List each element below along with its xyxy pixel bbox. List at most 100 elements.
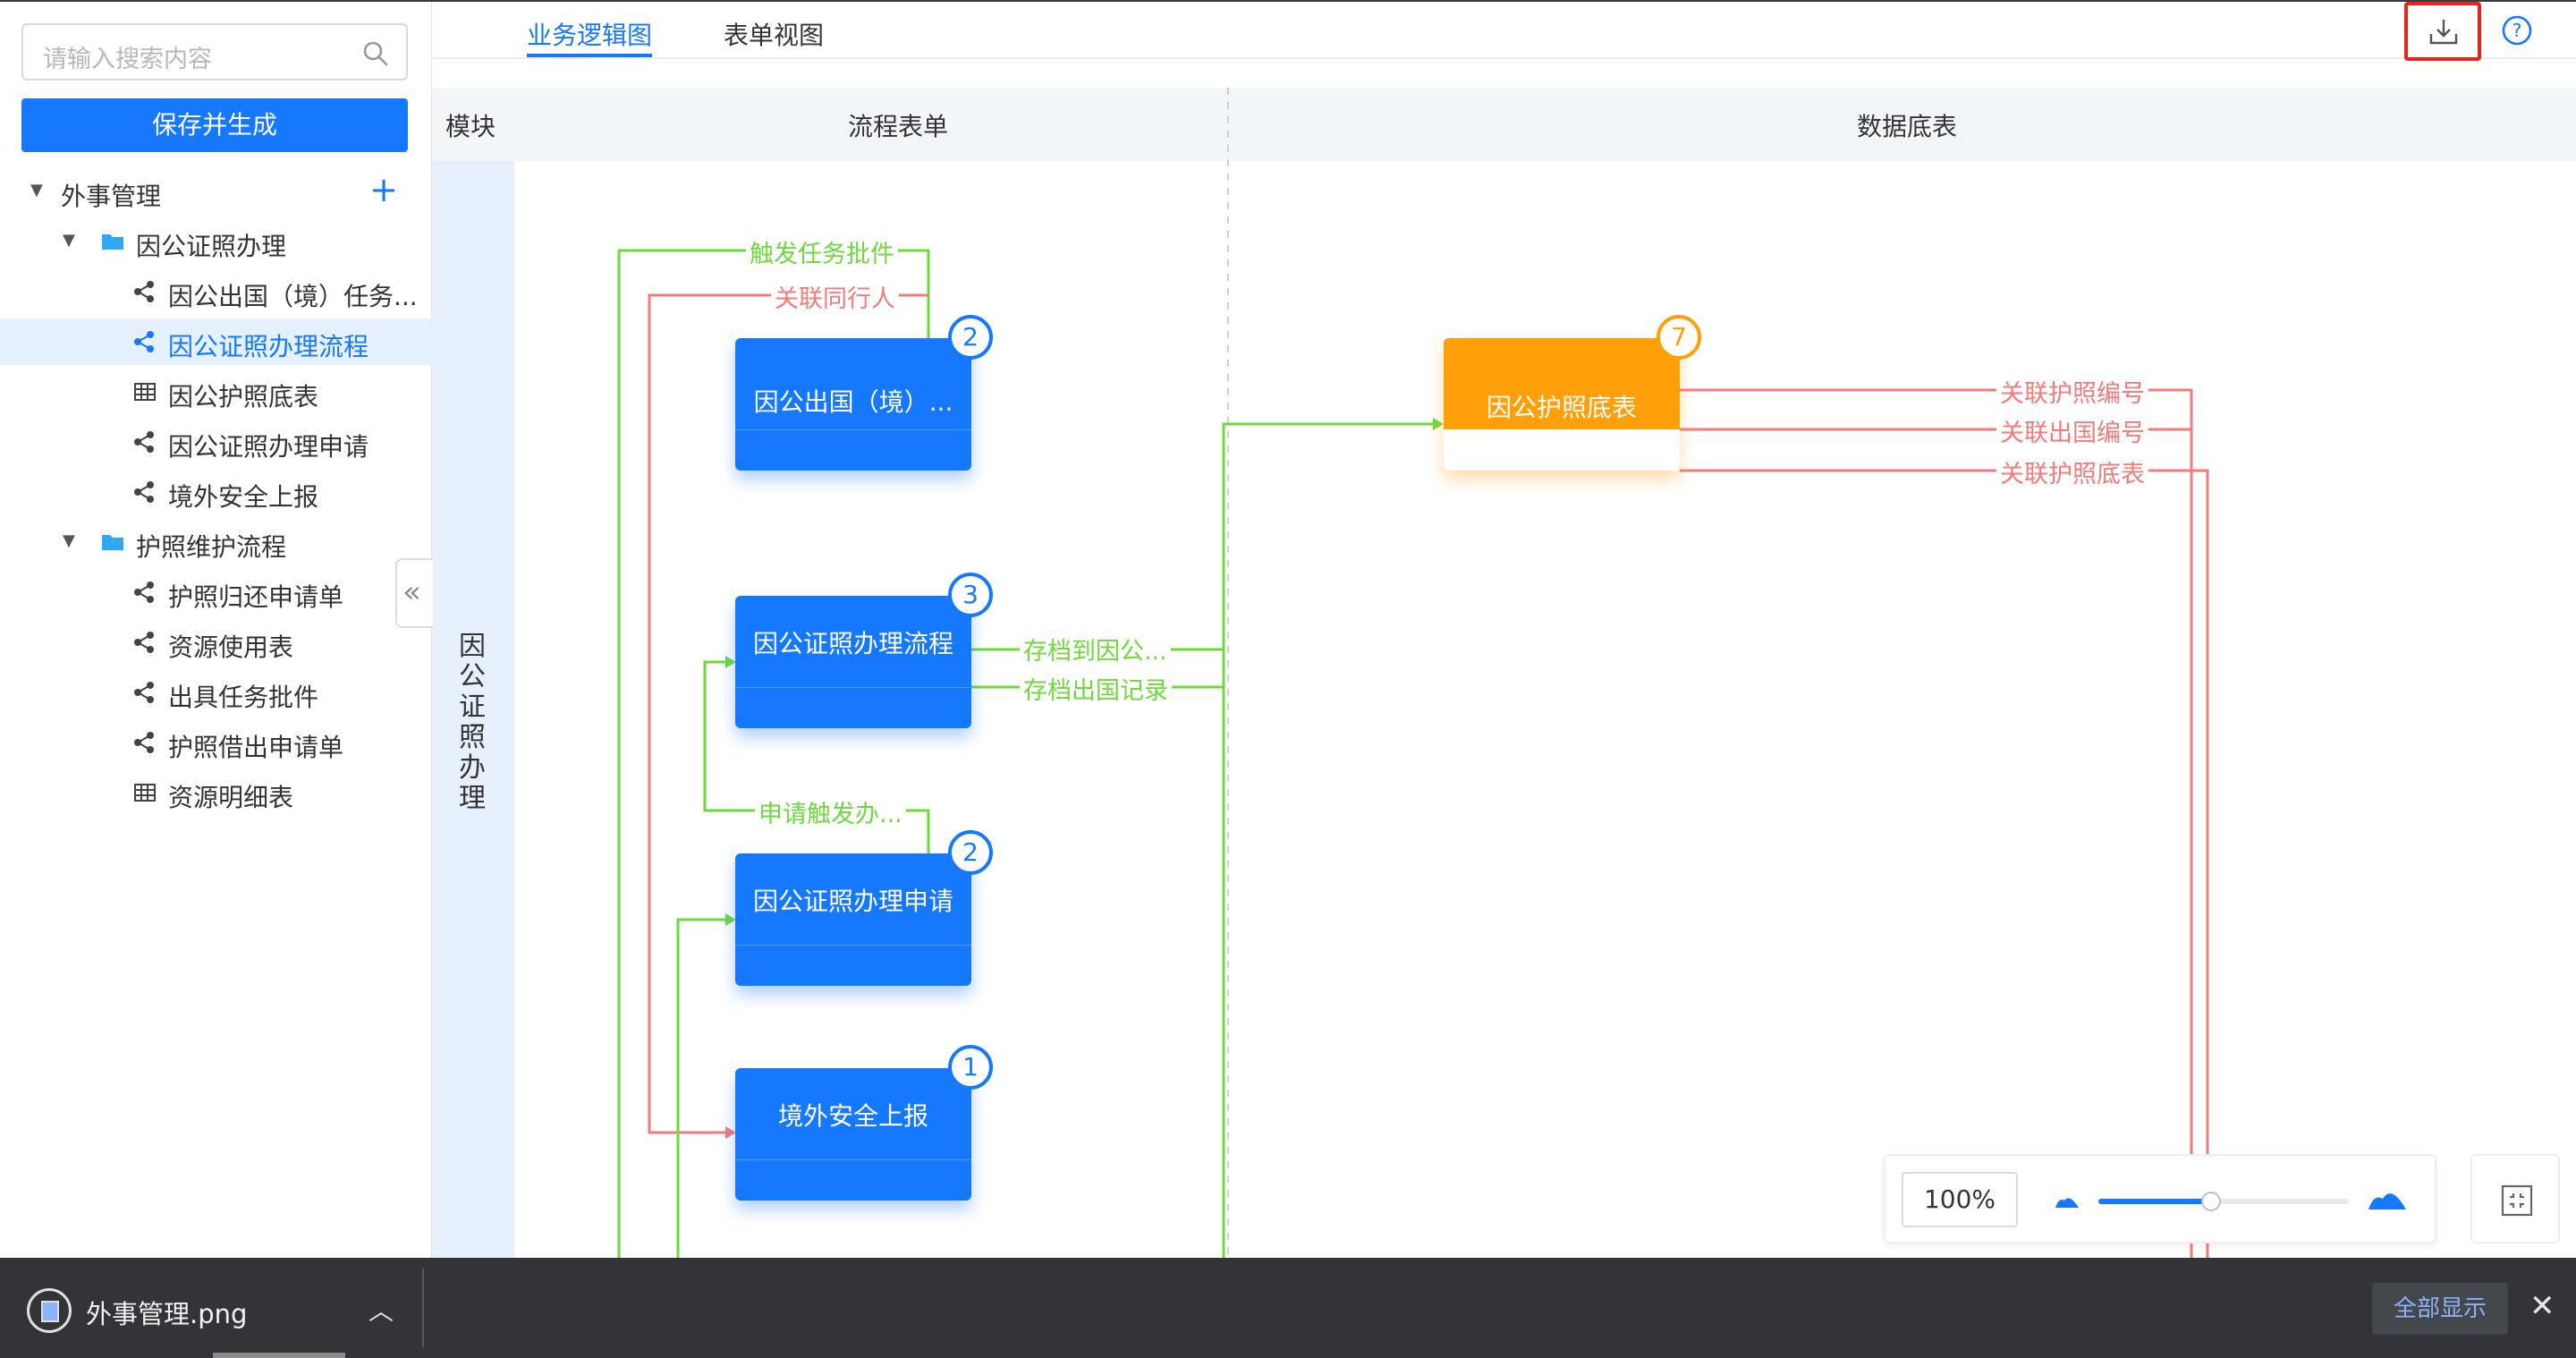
save-and-generate-button[interactable]: 保存并生成	[21, 98, 408, 152]
flow-icon	[134, 281, 154, 302]
download-button[interactable]	[2404, 2, 2481, 61]
module-lane-name: 因公证照办理	[459, 631, 486, 814]
flow-node[interactable]: 因公证照办理申请	[735, 853, 971, 986]
tree-item-folder[interactable]: ▼ 护照维护流程	[0, 519, 432, 565]
tree-item-label: 因公证照办理	[136, 232, 287, 261]
edge-label-link-passport-no[interactable]: 关联护照编号	[1996, 374, 2148, 409]
folder-icon	[102, 535, 123, 550]
tree-item-label: 外事管理	[61, 182, 162, 211]
tree-item-label: 因公证照办理申请	[168, 432, 369, 462]
double-chevron-left-icon: «	[402, 574, 421, 610]
tree-item-flow[interactable]: 资源使用表	[0, 619, 432, 666]
edge-label-apply-trigger[interactable]: 申请触发办...	[755, 794, 906, 829]
download-bar: 外事管理.png ︿ 全部显示 ✕	[0, 1258, 2576, 1358]
node-footer	[1444, 429, 1680, 471]
tab-form-view[interactable]: 表单视图	[724, 21, 825, 50]
tree-item-flow[interactable]: 护照归还申请单	[0, 569, 432, 615]
caret-down-icon[interactable]: ▼	[63, 531, 75, 550]
table-node[interactable]: 因公护照底表	[1444, 338, 1680, 471]
column-module: 模块	[445, 112, 496, 141]
edge-label-link-exit-no[interactable]: 关联出国编号	[1996, 413, 2148, 448]
flow-icon	[134, 682, 154, 703]
edge-label-archive-record[interactable]: 存档出国记录	[1020, 671, 1172, 706]
caret-down-icon[interactable]: ▼	[30, 181, 43, 199]
tree-item-table[interactable]: 资源明细表	[0, 769, 432, 816]
separator	[422, 1269, 424, 1347]
flow-icon	[134, 581, 154, 603]
node-badge: 3	[948, 573, 993, 617]
column-data-tables: 数据底表	[1857, 112, 1958, 141]
tree-item-folder[interactable]: ▼ 因公证照办理	[0, 218, 432, 265]
zoom-level-input[interactable]: 100%	[1902, 1172, 2018, 1227]
zoom-panel: 100%	[1884, 1154, 2436, 1243]
collapse-sidebar-button[interactable]: «	[395, 558, 433, 628]
folder-icon	[102, 234, 123, 250]
fit-screen-icon	[2501, 1184, 2533, 1217]
tree-item-flow[interactable]: 出具任务批件	[0, 669, 432, 716]
node-title: 因公证照办理流程	[752, 629, 953, 658]
tree-item-root[interactable]: ▼ 外事管理 +	[0, 168, 432, 215]
tree-item-label: 因公证照办理流程	[168, 332, 369, 361]
table-icon	[134, 383, 156, 401]
tree-item-label: 境外安全上报	[168, 482, 319, 512]
node-badge: 2	[948, 830, 993, 875]
search-input[interactable]: 请输入搜索内容	[21, 23, 408, 81]
tree-item-flow[interactable]: 境外安全上报	[0, 469, 432, 515]
file-icon[interactable]	[27, 1288, 72, 1333]
fit-screen-button[interactable]	[2470, 1154, 2560, 1243]
edge-label-archive-to[interactable]: 存档到因公...	[1020, 632, 1171, 666]
node-divider	[735, 945, 971, 946]
flow-icon	[134, 632, 154, 653]
tree-item-flow[interactable]: 护照借出申请单	[0, 719, 432, 766]
flow-icon	[134, 481, 154, 503]
node-title: 因公出国（境）...	[753, 387, 953, 417]
tree-item-label: 因公出国（境）任务...	[168, 282, 418, 311]
edge-label-link-companion[interactable]: 关联同行人	[771, 279, 899, 314]
flow-node[interactable]: 因公证照办理流程	[735, 596, 971, 728]
add-icon[interactable]: +	[369, 170, 398, 209]
tree-item-label: 护照借出申请单	[168, 733, 344, 762]
node-title: 因公护照底表	[1486, 393, 1637, 422]
chevron-up-icon[interactable]: ︿	[369, 1296, 394, 1326]
view-tabs: 业务逻辑图 表单视图	[432, 2, 2576, 59]
tree-item-label: 因公护照底表	[168, 382, 319, 412]
download-progress	[213, 1353, 345, 1358]
node-divider	[735, 687, 971, 688]
close-icon[interactable]: ✕	[2529, 1288, 2555, 1324]
tree-item-flow[interactable]: 因公证照办理申请	[0, 419, 432, 465]
tree-item-table[interactable]: 因公护照底表	[0, 369, 432, 415]
active-tab-indicator	[527, 54, 652, 57]
download-file-name[interactable]: 外事管理.png	[86, 1299, 248, 1329]
module-lane	[432, 161, 514, 1258]
tree-item-label: 护照维护流程	[136, 532, 287, 562]
column-flow-forms: 流程表单	[848, 112, 949, 141]
node-divider	[735, 429, 971, 430]
sidebar: 请输入搜索内容 保存并生成 ▼ 外事管理 + ▼ 因公证照办理	[0, 2, 432, 1258]
zoom-slider[interactable]	[2098, 1192, 2349, 1211]
zoom-slider-thumb[interactable]	[2201, 1192, 2221, 1211]
help-circle-icon[interactable]: ?	[2501, 14, 2533, 47]
node-badge: 1	[948, 1045, 993, 1090]
tab-business-logic[interactable]: 业务逻辑图	[527, 21, 653, 50]
search-placeholder: 请输入搜索内容	[43, 46, 212, 73]
search-icon[interactable]	[361, 39, 390, 68]
node-title: 因公证照办理申请	[752, 887, 953, 916]
zoom-out-icon[interactable]	[2054, 1190, 2080, 1211]
tree-item-label: 出具任务批件	[168, 683, 319, 712]
flow-node[interactable]: 境外安全上报	[735, 1068, 971, 1201]
tree-item-label: 资源使用表	[168, 632, 294, 662]
tree-item-flow-selected[interactable]: 因公证照办理流程	[0, 318, 432, 365]
column-header: 模块 流程表单 数据底表	[432, 88, 2576, 161]
edge-label-trigger-task[interactable]: 触发任务批件	[746, 234, 898, 269]
caret-down-icon[interactable]: ▼	[63, 231, 75, 250]
flow-icon	[134, 431, 154, 453]
tree-item-flow[interactable]: 因公出国（境）任务...	[0, 268, 432, 315]
node-badge: 2	[948, 315, 993, 360]
zoom-in-icon[interactable]	[2367, 1183, 2408, 1213]
flow-icon	[134, 331, 154, 352]
table-icon	[134, 784, 156, 802]
flow-node[interactable]: 因公出国（境）...	[735, 338, 971, 471]
edge-label-link-passport-table[interactable]: 关联护照底表	[1996, 454, 2148, 489]
tree-item-label: 护照归还申请单	[168, 582, 344, 612]
show-all-button[interactable]: 全部显示	[2372, 1283, 2508, 1335]
